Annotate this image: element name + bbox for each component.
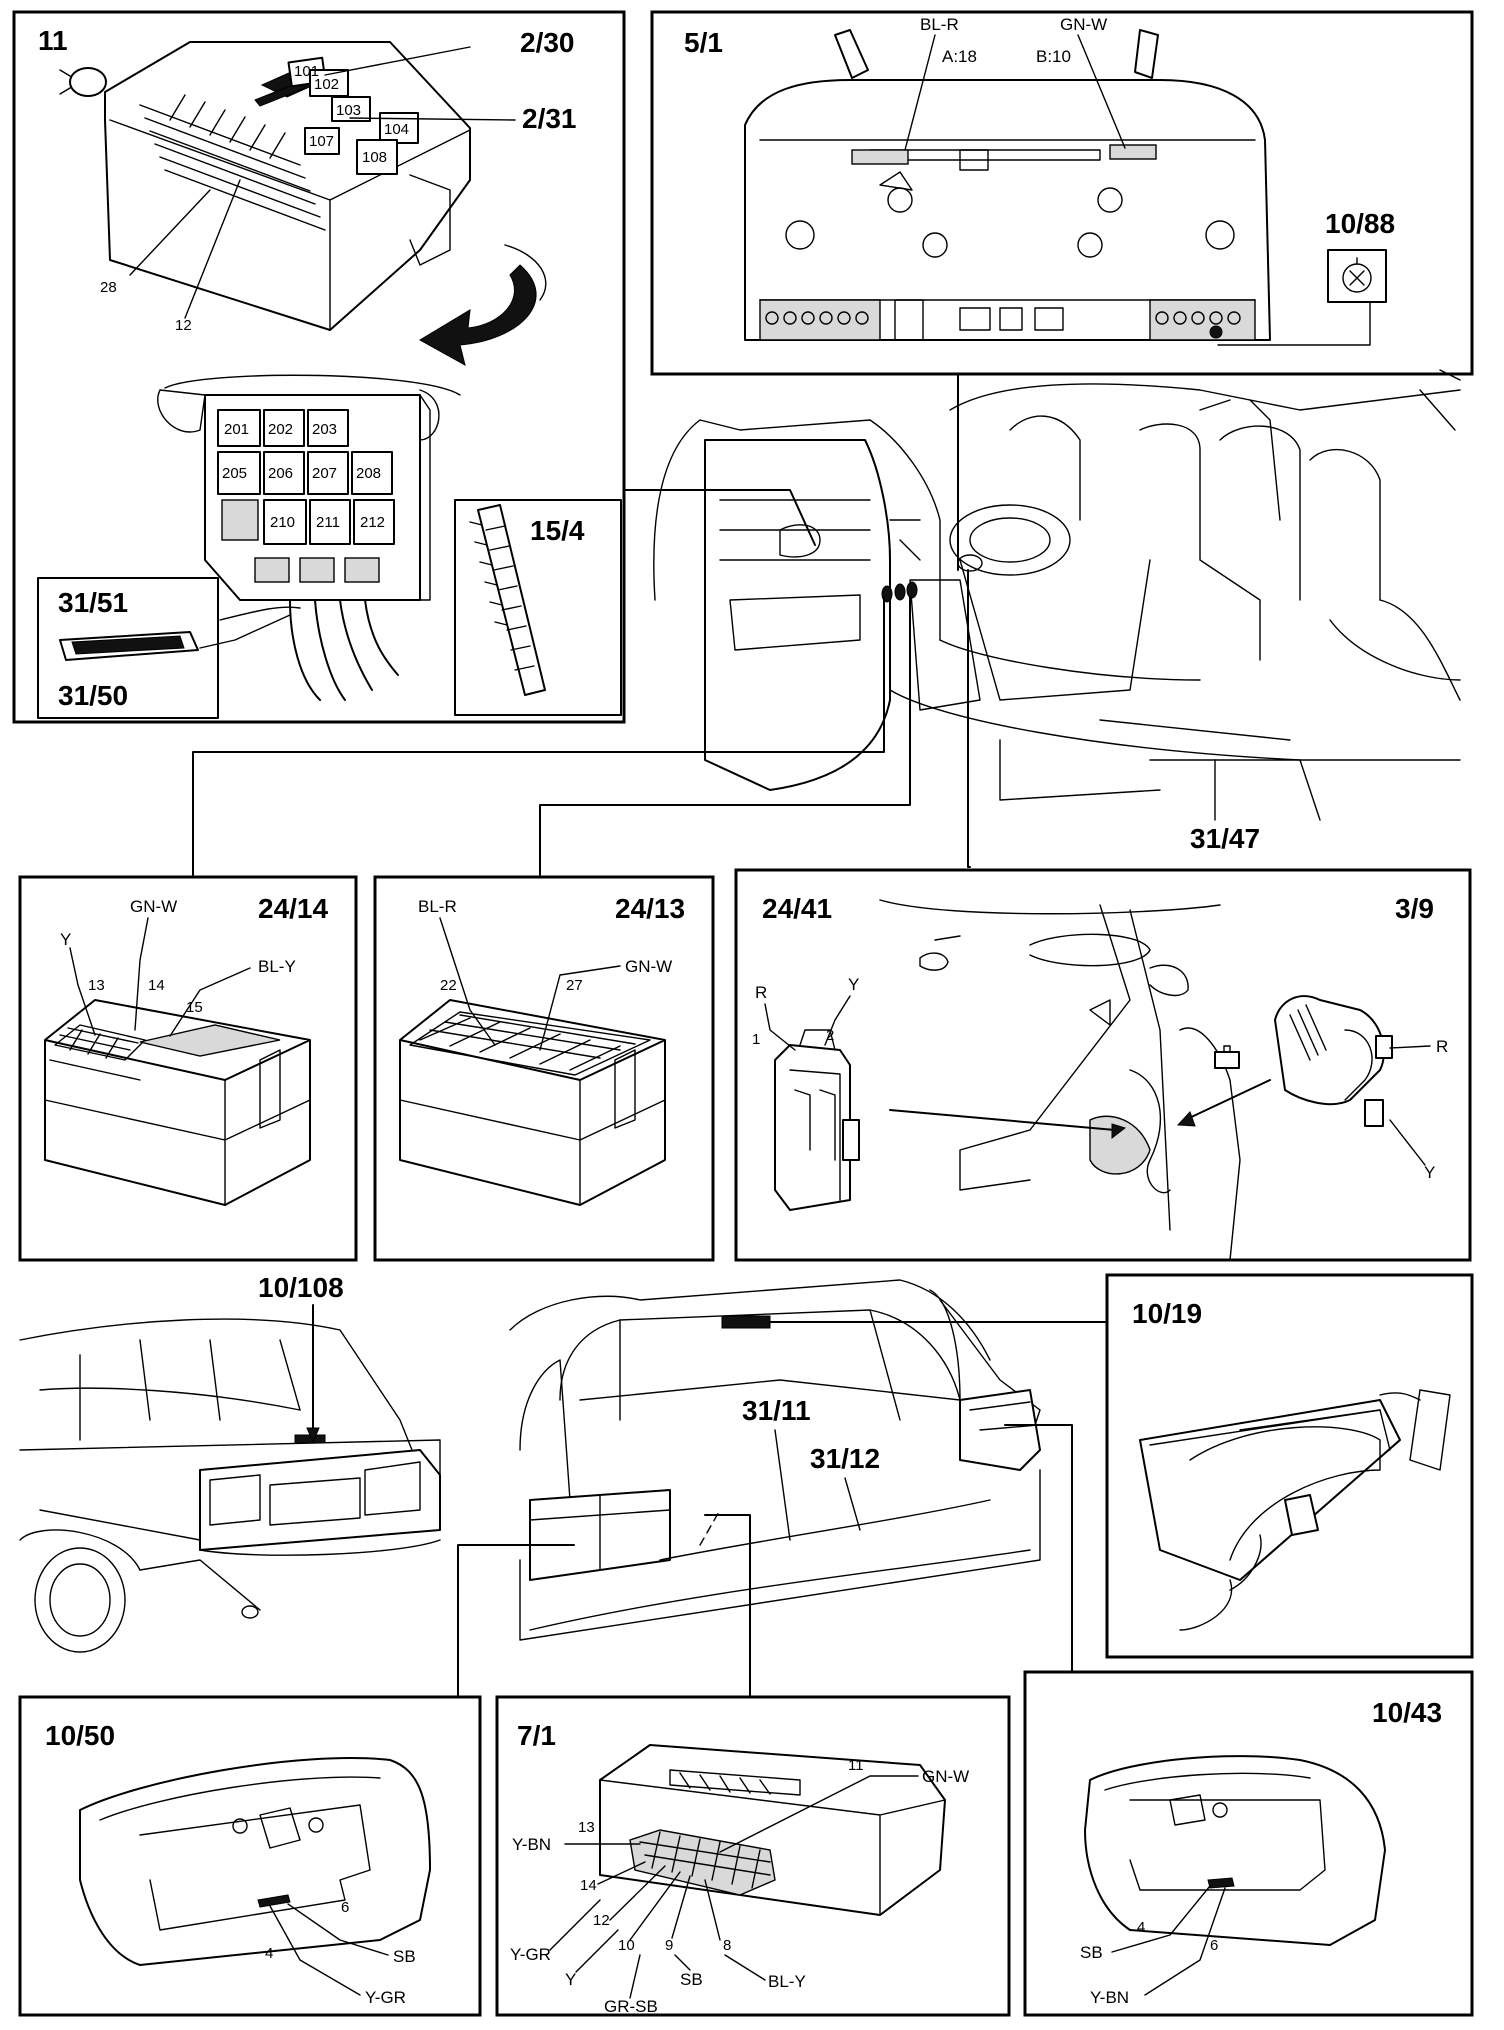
pin-14: 14 [580,1877,597,1894]
pin-1: 1 [752,1031,760,1048]
fuse-108: 108 [362,149,387,166]
panel-15-4: 15/4 [454,499,622,716]
wire-r: R [755,983,767,1002]
wire-gn-w: GN-W [922,1767,969,1786]
wire-gn-w: GN-W [625,957,672,976]
connector-31-11: 31/11 [742,1395,811,1426]
pin-4: 4 [265,1945,273,1962]
wire-bl-y: BL-Y [258,957,296,976]
pin-9: 9 [665,1937,673,1954]
relay-208: 208 [356,465,381,482]
wire-gr-sb: GR-SB [604,1997,658,2016]
relay-201: 201 [224,421,249,438]
panel-11: 11 101 102 103 104 107 108 2/30 2/31 2 [12,10,626,724]
wire-gn-w: GN-W [1060,15,1107,34]
wire-gn-w: GN-W [130,897,177,916]
car-rear-trunk: 31/11 31/12 [457,1279,1106,1696]
panel-7-1: 7/1 11 GN-W 13 Y-BN 14 12 10 9 8 Y-GR Y … [495,1695,1011,2017]
panel-5-1-label: 5/1 [684,27,723,58]
relay-207: 207 [312,465,337,482]
panel-3-9-label: 3/9 [1395,893,1434,924]
panel-15-4-label: 15/4 [530,515,585,546]
pin-a-18: A:18 [942,47,977,66]
pin-b-10: B:10 [1036,47,1071,66]
leader-lines-top [192,373,971,876]
relay-203: 203 [312,421,337,438]
wire-sb: SB [393,1947,416,1966]
fuse-104: 104 [384,121,409,138]
panel-31-51: 31/51 31/50 [37,577,291,719]
connector-10-108: 10/108 [258,1272,344,1303]
relay-212: 212 [360,514,385,531]
wire-r: R [1436,1037,1448,1056]
pin-13: 13 [578,1819,595,1836]
pin-27: 27 [566,977,583,994]
pin-15: 15 [186,999,203,1016]
wire-bl-y: BL-Y [768,1972,806,1991]
wire-sb: SB [680,1970,703,1989]
fuse-107: 107 [309,133,334,150]
wire-y-bn: Y-BN [1090,1988,1129,2007]
fuse-102: 102 [314,76,339,93]
bulb-10-88-label: 10/88 [1325,208,1395,239]
panel-10-43-label: 10/43 [1372,1697,1442,1728]
panel-24-41: 24/41 3/9 R Y 1 2 R [734,868,1472,1262]
pin-11: 11 [848,1757,864,1774]
wire-bl-r: BL-R [418,897,457,916]
panel-31-50-label: 31/50 [58,680,128,711]
connector-2-30: 2/30 [520,27,575,58]
wire-y: Y [1424,1163,1435,1182]
pin-14: 14 [148,977,165,994]
relay-211: 211 [316,514,340,531]
panel-5-1: 5/1 BL-R A:18 GN-W B [650,10,1474,376]
panel-11-label: 11 [38,25,68,56]
connector-31-12: 31/12 [810,1443,880,1474]
panel-31-51-label: 31/51 [58,587,128,618]
wire-y: Y [848,975,859,994]
relay-202: 202 [268,421,293,438]
panel-24-41-label: 24/41 [762,893,832,924]
fuse-103: 103 [336,102,361,119]
relay-210: 210 [270,514,295,531]
panel-10-50: 10/50 6 4 SB Y-GR [18,1695,482,2017]
panel-10-19-label: 10/19 [1132,1298,1202,1329]
connector-31-47: 31/47 [1190,823,1260,854]
relay-205: 205 [222,465,247,482]
connector-2-31: 2/31 [522,103,577,134]
panel-24-14-label: 24/14 [258,893,328,924]
panel-10-43: 10/43 4 6 SB Y-BN [1023,1670,1474,2017]
pin-22: 22 [440,977,457,994]
pin-6: 6 [341,1899,349,1916]
wire-bl-r: BL-R [920,15,959,34]
fuse-101: 101 [294,63,319,80]
panel-24-14: 24/14 GN-W Y BL-Y 13 14 15 [18,875,358,1262]
wire-y: Y [565,1970,576,1989]
wire-sb: SB [1080,1943,1103,1962]
panel-10-50-label: 10/50 [45,1720,115,1751]
wire-y: Y [60,930,71,949]
panel-24-13: 24/13 BL-R GN-W 22 27 [373,875,715,1262]
panel-7-1-label: 7/1 [517,1720,556,1751]
pin-8: 8 [723,1937,731,1954]
wire-y-gr: Y-GR [510,1945,551,1964]
panel-24-13-label: 24/13 [615,893,685,924]
pin-12: 12 [593,1912,610,1929]
car-rear-exterior: 10/108 [19,1272,441,1653]
callout-28: 28 [100,279,117,296]
car-front-interior: 31/47 [653,369,1461,854]
pin-4: 4 [1137,1919,1145,1936]
relay-206: 206 [268,465,293,482]
pin-6: 6 [1210,1937,1218,1954]
relay-grid: 201 202 203 205 206 207 208 210 211 212 [217,409,395,545]
panel-10-19: 10/19 [1105,1273,1474,1659]
callout-12: 12 [175,317,192,334]
pin-13: 13 [88,977,105,994]
wire-y-gr: Y-GR [365,1988,406,2007]
pin-10: 10 [618,1937,635,1954]
wire-y-bn: Y-BN [512,1835,551,1854]
pin-2: 2 [826,1027,834,1044]
